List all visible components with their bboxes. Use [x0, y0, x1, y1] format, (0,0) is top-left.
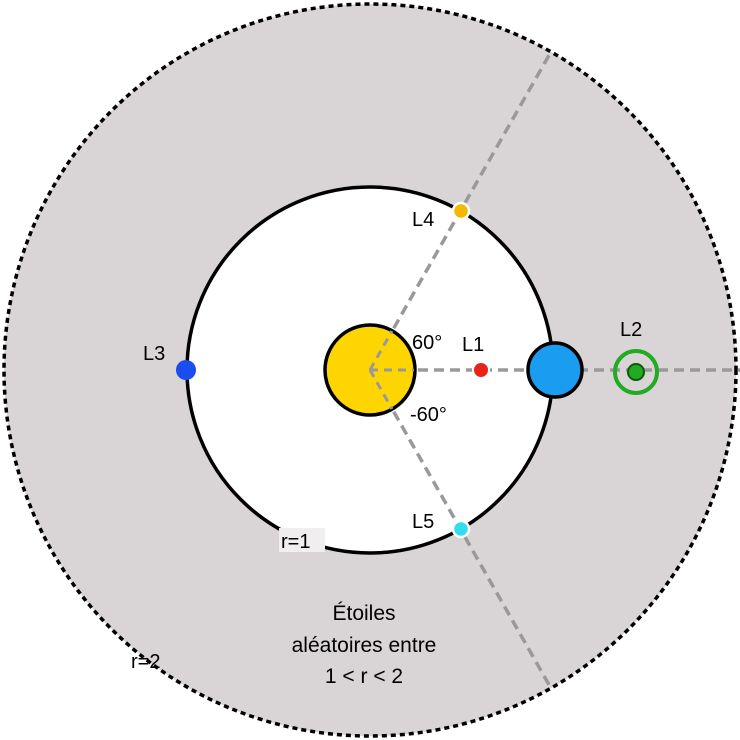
l4-point [451, 201, 471, 221]
l4-label: L4 [412, 209, 434, 231]
l1-label: L1 [462, 334, 484, 356]
l3-label: L3 [143, 343, 165, 365]
angle-label-60: 60° [412, 332, 442, 354]
l2-point [627, 363, 645, 381]
annulus-note-line1: Étoiles [332, 602, 395, 625]
r1-label-bg [279, 528, 325, 552]
planet [526, 341, 584, 399]
l3-point [176, 360, 196, 380]
inner-radius-label: r=1 [281, 531, 310, 553]
outer-radius-label: r=2 [131, 651, 160, 673]
l5-point [451, 519, 471, 539]
annulus-note-line3: 1 < r < 2 [325, 665, 403, 688]
guide-lines-over-sun [368, 330, 414, 410]
angle-label-minus60: -60° [410, 404, 447, 426]
l2-label: L2 [620, 319, 642, 341]
l5-label: L5 [412, 511, 434, 533]
annulus-note-line2: aléatoires entre [292, 634, 437, 657]
l1-point [472, 361, 490, 379]
l2-ring [613, 349, 659, 395]
